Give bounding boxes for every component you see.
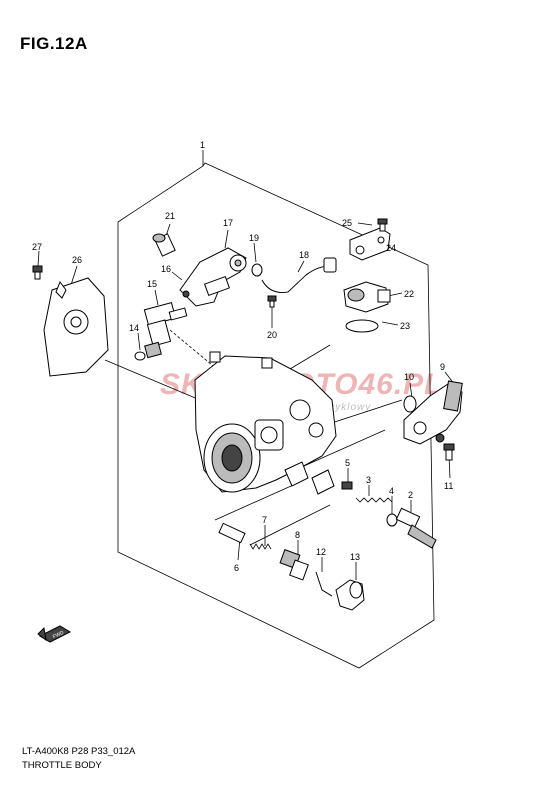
cover-plate-part-26 [43,277,109,377]
callout-6: 6 [234,563,239,573]
bracket-part-24 [349,227,391,261]
callout-20: 20 [267,330,277,340]
callout-12: 12 [316,547,326,557]
spring-part-7 [249,543,272,550]
callout-25: 25 [342,218,352,228]
fuel-rail-part-17 [179,247,247,307]
throttle-body-main [194,351,337,495]
callout-3: 3 [366,475,371,485]
fitting-part-8 [279,549,309,581]
pin-part-21 [152,233,176,257]
spring-part-3 [355,497,393,503]
callout-13: 13 [350,552,360,562]
fwd-label: FWD [52,630,65,640]
callout-9: 9 [440,362,445,372]
callout-23: 23 [400,321,410,331]
forward-arrow-icon: FWD [37,625,72,643]
screw-part-20 [267,295,277,308]
callout-19: 19 [249,233,259,243]
callout-10: 10 [404,372,414,382]
adjust-screw-part-2 [395,507,437,549]
callout-17: 17 [223,218,233,228]
callout-1: 1 [200,140,205,150]
hose-part-12 [315,571,333,597]
callout-14: 14 [129,323,139,333]
callout-4: 4 [389,486,394,496]
callout-22: 22 [404,289,414,299]
o-ring-part-19 [251,263,263,277]
seal-part-4 [386,513,398,527]
elbow-part-13 [335,579,365,611]
callout-26: 26 [72,255,82,265]
o-ring-part-23 [345,319,379,333]
callout-16: 16 [161,264,171,274]
callout-21: 21 [165,211,175,221]
callout-18: 18 [299,250,309,260]
callout-7: 7 [262,515,267,525]
figure-name: THROTTLE BODY [22,760,102,771]
callout-2: 2 [408,490,413,500]
seal-part-14 [134,351,146,361]
plug-part-5 [341,481,353,490]
throttle-sensor-part-9 [403,380,463,445]
hose-part-18 [261,257,337,293]
o-ring-part-10 [403,395,417,413]
callout-24: 24 [386,243,396,253]
callout-27: 27 [32,242,42,252]
callout-11: 11 [444,481,453,491]
figure-title: FIG.12A [20,34,88,53]
sensor-part-22 [343,281,391,313]
screw-part-11 [443,443,455,461]
injector-part-15 [143,302,188,359]
plunger-part-6 [218,522,246,544]
screw-part-27 [32,265,43,280]
figure-code: LT-A400K8 P28 P33_012A [22,746,136,757]
callout-8: 8 [295,530,300,540]
screw-part-25 [377,218,388,232]
callout-15: 15 [147,279,157,289]
callout-numbers: 1 2 3 4 5 6 7 8 9 10 11 12 13 14 15 16 1… [32,140,453,573]
callout-5: 5 [345,458,350,468]
